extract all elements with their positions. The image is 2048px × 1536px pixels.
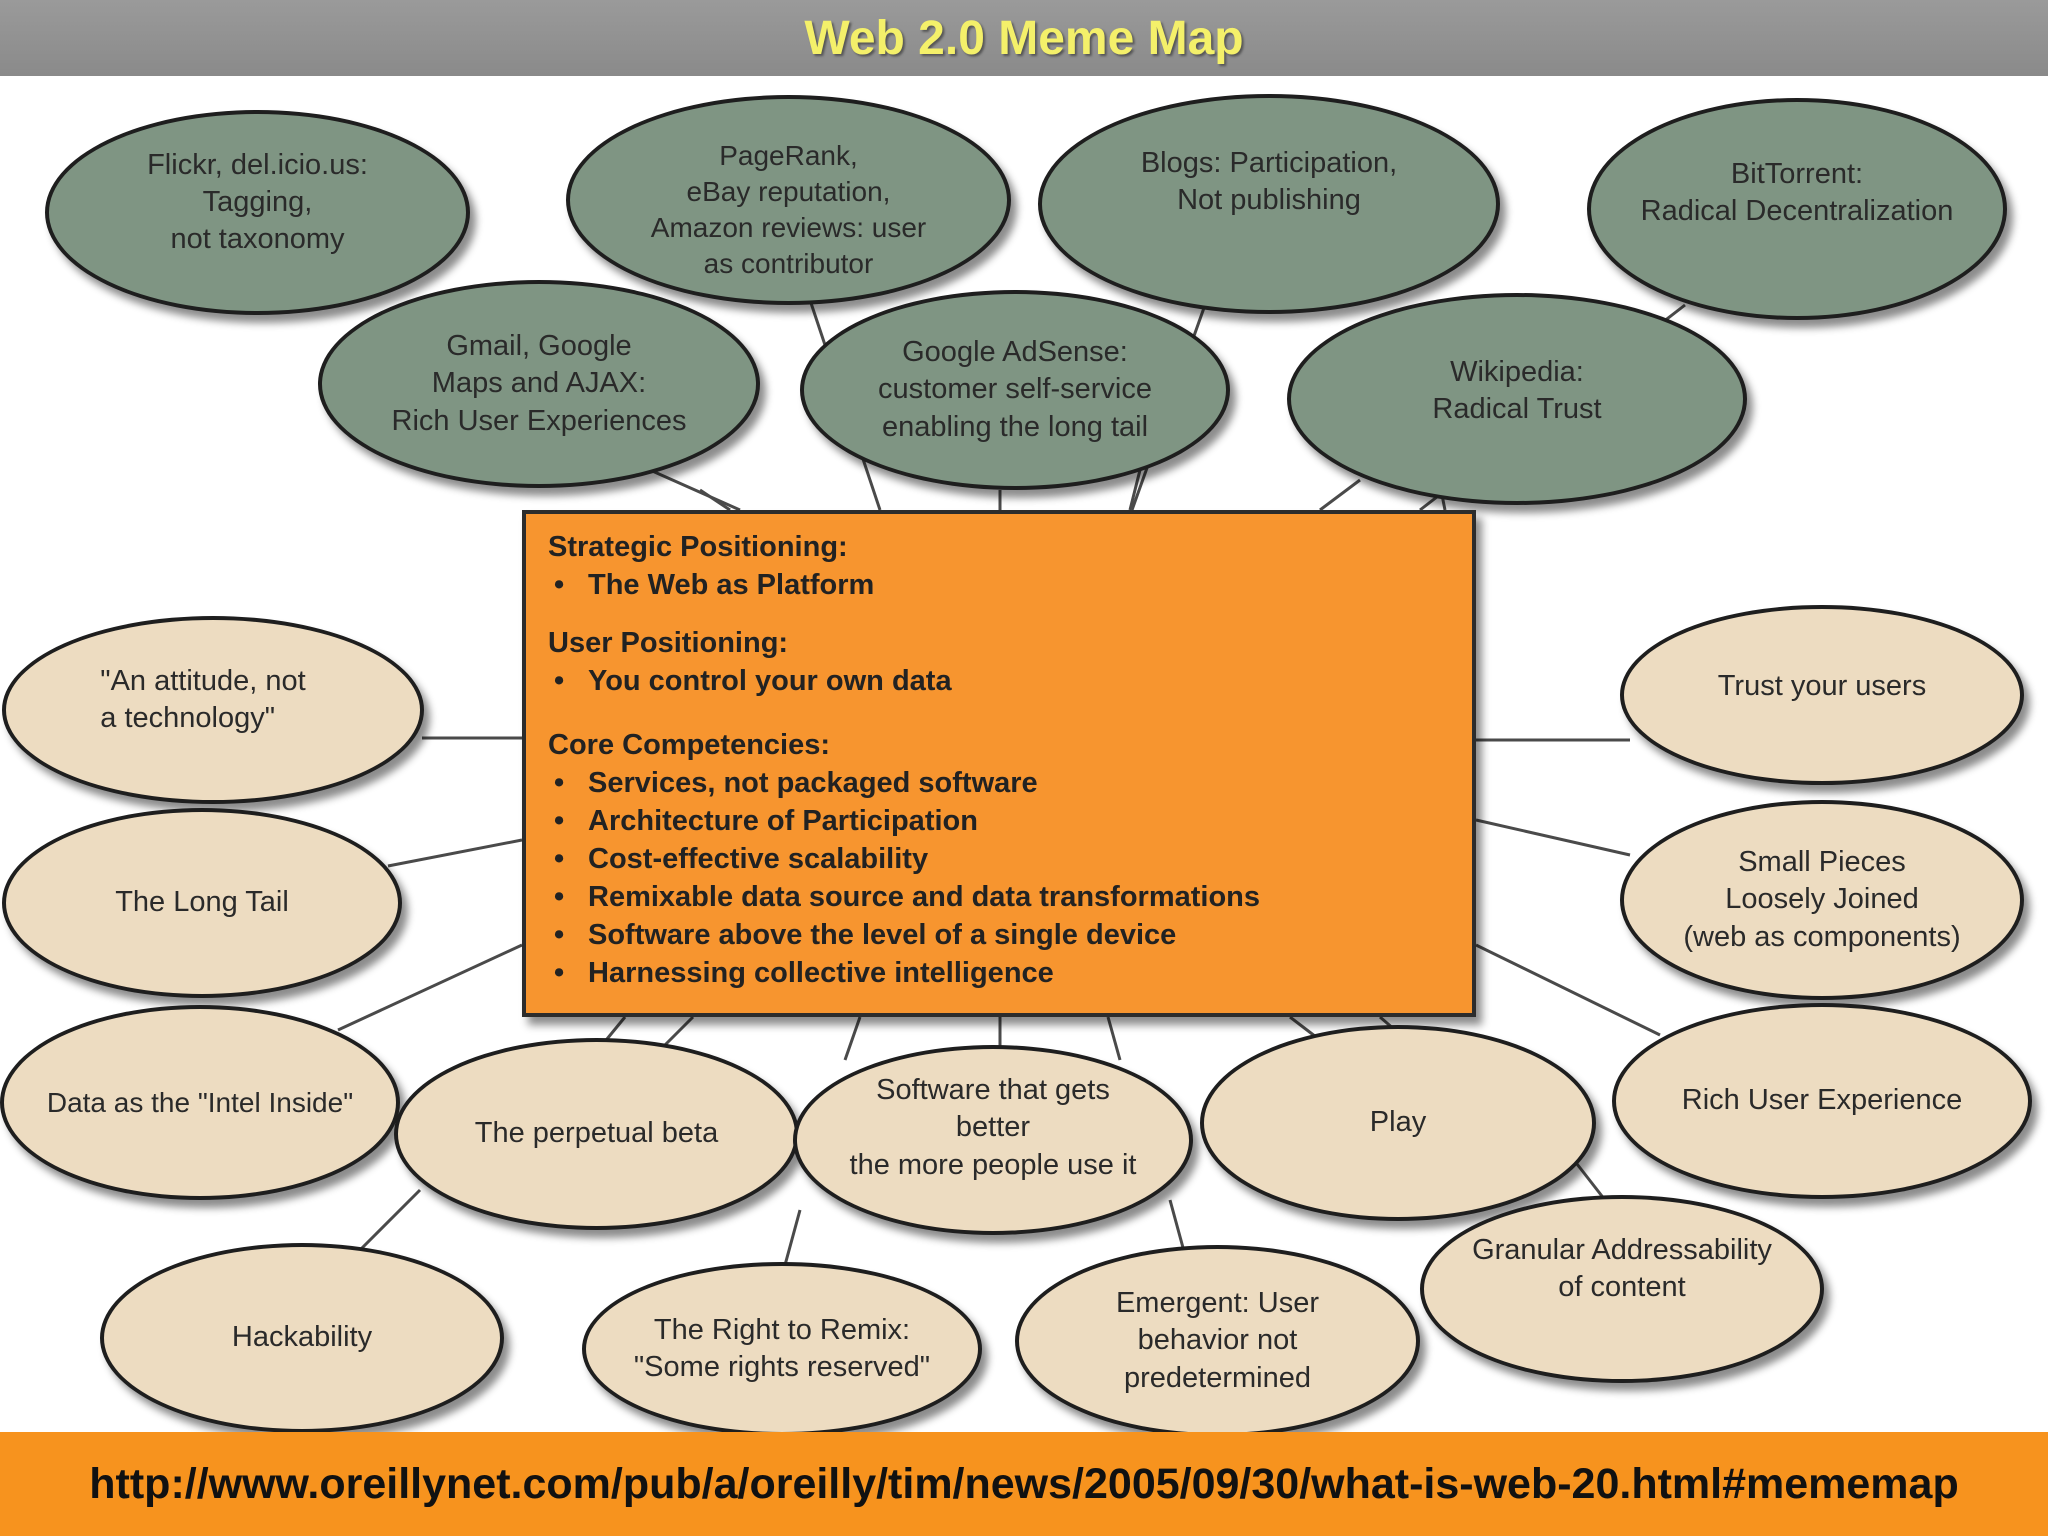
source-url: http://www.oreillynet.com/pub/a/oreilly/…: [89, 1459, 1959, 1508]
connector-line: [699, 488, 731, 512]
connector-line: [337, 943, 523, 1032]
competency-item: Services, not packaged software: [548, 764, 1450, 802]
node-granular-addressability: Granular Addressability of content: [1420, 1195, 1824, 1383]
competency-item: Remixable data source and data transform…: [548, 878, 1450, 916]
connector-line: [387, 838, 523, 868]
node-wikipedia-radical-trust: Wikipedia: Radical Trust: [1287, 293, 1747, 505]
node-bittorrent-decentralization: BitTorrent: Radical Decentralization: [1587, 98, 2007, 320]
connector-line: [1106, 1016, 1122, 1061]
node-perpetual-beta: The perpetual beta: [394, 1038, 799, 1230]
competency-item: Software above the level of a single dev…: [548, 916, 1450, 954]
node-gmail-ajax-rich-ux: Gmail, Google Maps and AJAX: Rich User E…: [318, 280, 760, 488]
user-item: You control your own data: [548, 662, 1450, 700]
connector-line: [1475, 943, 1661, 1037]
node-software-gets-better: Software that gets better the more peopl…: [793, 1045, 1193, 1235]
node-emergent-behavior: Emergent: User behavior not predetermine…: [1015, 1245, 1420, 1437]
node-play: Play: [1200, 1025, 1596, 1221]
core-competencies-heading: Core Competencies:: [548, 729, 831, 761]
connector-line: [649, 468, 741, 512]
title-bar: Web 2.0 Meme Map: [0, 0, 2048, 76]
source-url-bar: http://www.oreillynet.com/pub/a/oreilly/…: [0, 1432, 2048, 1536]
connector-line: [1128, 469, 1142, 511]
node-attitude-not-technology: "An attitude, not a technology": [2, 616, 424, 804]
node-blogs-participation: Blogs: Participation, Not publishing: [1038, 94, 1500, 314]
connector-line: [1475, 818, 1631, 857]
node-flickr-tagging: Flickr, del.icio.us: Tagging, not taxono…: [45, 110, 470, 315]
node-adsense-long-tail: Google AdSense: customer self-service en…: [800, 290, 1230, 490]
connector-line: [783, 1209, 802, 1266]
node-trust-your-users: Trust your users: [1620, 605, 2024, 785]
strategic-item: The Web as Platform: [548, 566, 1450, 604]
strategic-positioning-heading: Strategic Positioning:: [548, 531, 848, 563]
strategic-positioning-section: Strategic Positioning: The Web as Platfo…: [548, 528, 1450, 604]
competency-item: Harnessing collective intelligence: [548, 954, 1450, 992]
node-hackability: Hackability: [100, 1243, 504, 1433]
connector-line: [353, 1188, 422, 1257]
page-title: Web 2.0 Meme Map: [804, 11, 1244, 65]
node-long-tail: The Long Tail: [2, 808, 402, 998]
node-small-pieces-loosely-joined: Small Pieces Loosely Joined (web as comp…: [1620, 800, 2024, 1000]
node-rich-user-experience: Rich User Experience: [1612, 1003, 2032, 1199]
core-competencies-box: Strategic Positioning: The Web as Platfo…: [522, 510, 1476, 1017]
user-positioning-heading: User Positioning:: [548, 627, 789, 659]
node-data-intel-inside: Data as the "Intel Inside": [0, 1005, 400, 1200]
core-competencies-section: Core Competencies: Services, not package…: [548, 726, 1450, 992]
competency-item: Cost-effective scalability: [548, 840, 1450, 878]
node-pagerank-user-contributor: PageRank, eBay reputation, Amazon review…: [566, 95, 1011, 305]
user-positioning-section: User Positioning: You control your own d…: [548, 624, 1450, 700]
connector-line: [843, 1016, 862, 1061]
competency-item: Architecture of Participation: [548, 802, 1450, 840]
connector-line: [1319, 478, 1361, 512]
node-right-to-remix: The Right to Remix: "Some rights reserve…: [582, 1262, 982, 1436]
